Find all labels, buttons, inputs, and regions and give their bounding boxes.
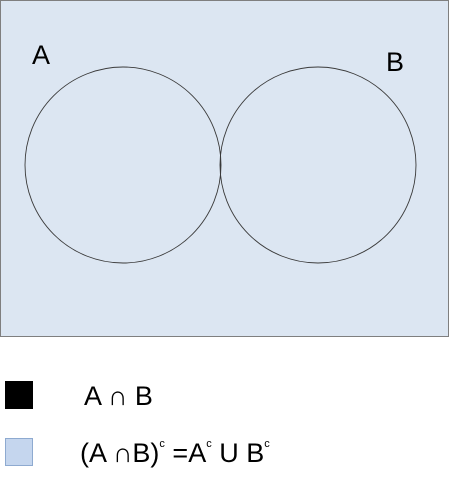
circle-a [24, 66, 222, 264]
venn-diagram: A B [0, 0, 449, 337]
legend-label-intersection: A ∩ B [84, 381, 153, 411]
legend-label-complement: (A ∩B)c =Ac U Bc [80, 433, 270, 473]
legend-row-complement: (A ∩B)c =Ac U Bc [0, 433, 450, 473]
legend-row-intersection: A ∩ B [0, 376, 450, 416]
complement-eq-a: =A [164, 438, 207, 468]
circle-b [219, 66, 417, 264]
legend-swatch-black [5, 381, 33, 409]
set-b-label: B [386, 47, 404, 77]
set-a-label: A [32, 40, 50, 70]
complement-a-superscript: c [206, 438, 212, 450]
complement-lhs: (A ∩B) [80, 438, 160, 468]
complement-union-b: U B [211, 438, 265, 468]
complement-lhs-superscript: c [159, 438, 165, 450]
legend-swatch-light [5, 438, 33, 466]
complement-b-superscript: c [264, 438, 270, 450]
universe-rectangle [0, 0, 449, 337]
